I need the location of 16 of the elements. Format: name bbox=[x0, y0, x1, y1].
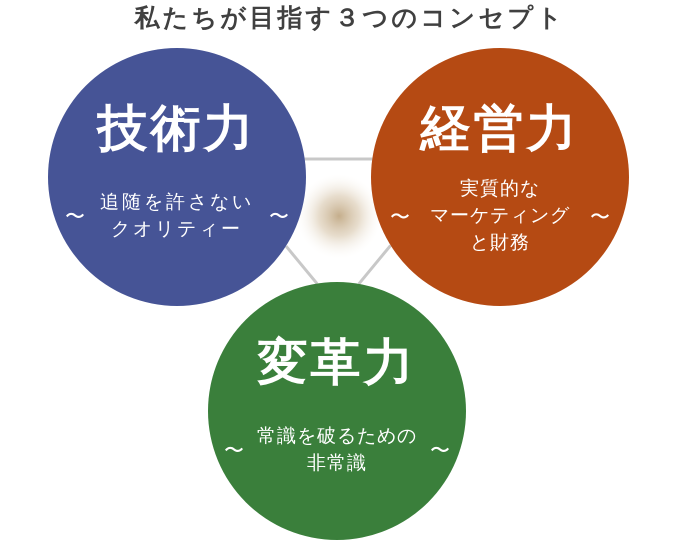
concept-description: 常識を破るための非常識 bbox=[257, 424, 417, 476]
concept-heading: 技術力 bbox=[95, 102, 258, 154]
concept-description: 追随を許さないクオリティー bbox=[100, 190, 254, 242]
decorative-tilde: 〜 bbox=[224, 438, 244, 462]
concept-description: 実質的なマーケティングと財務 bbox=[430, 176, 570, 256]
decorative-tilde: 〜 bbox=[590, 204, 610, 228]
connector-line bbox=[304, 158, 372, 160]
decorative-tilde: 〜 bbox=[390, 204, 410, 228]
decorative-tilde: 〜 bbox=[430, 438, 450, 462]
decorative-tilde: 〜 bbox=[65, 204, 85, 228]
connector-line bbox=[358, 244, 392, 285]
diagram-title: 私たちが目指す３つのコンセプト bbox=[133, 3, 566, 32]
connector-line bbox=[284, 245, 318, 285]
concept-heading: 変革力 bbox=[256, 336, 418, 388]
decorative-tilde: 〜 bbox=[269, 204, 289, 228]
concept-heading: 経営力 bbox=[418, 102, 580, 154]
